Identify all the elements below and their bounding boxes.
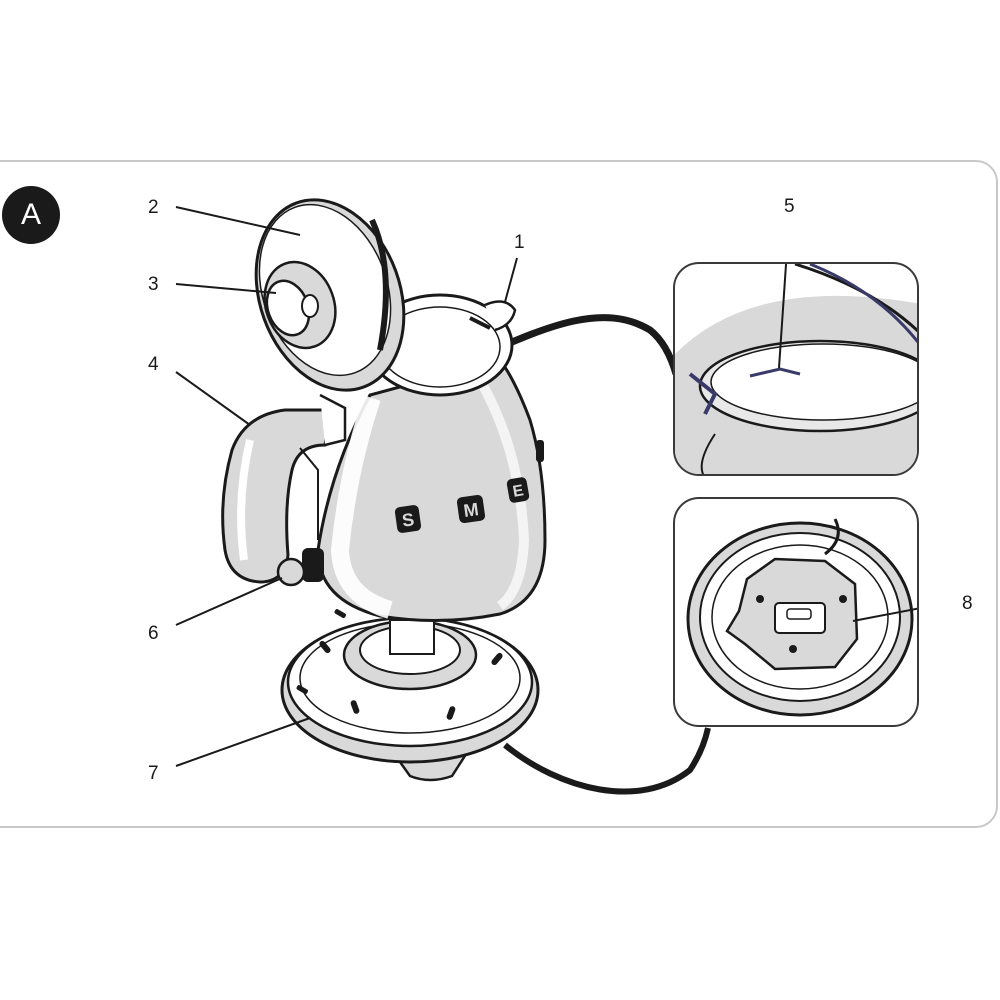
leader-line-6: [175, 577, 283, 626]
logo-letter-e-mark: [506, 477, 530, 503]
power-switch: [276, 548, 324, 587]
callout-7: 7: [148, 763, 159, 784]
inset-water-level: [673, 262, 919, 476]
callout-8: 8: [962, 593, 973, 614]
logo-letter-m-mark: [456, 494, 486, 524]
kettle-handle: [221, 393, 347, 584]
inset-water-level-drawing: [675, 264, 917, 474]
leader-line-4: [175, 371, 251, 426]
callout-5: 5: [784, 196, 795, 217]
callout-6: 6: [148, 623, 159, 644]
kettle-body: [316, 293, 547, 655]
leader-line-7: [175, 717, 311, 767]
inset-base-connector-drawing: [686, 518, 917, 717]
lid-button: [265, 279, 319, 337]
leader-line-1: [504, 257, 518, 303]
figure-badge-label: A: [20, 198, 41, 231]
figure-badge: A: [2, 186, 60, 244]
callout-3: 3: [148, 274, 159, 295]
inset-base-connector: [673, 497, 919, 727]
connector-to-bottom-inset: [503, 727, 711, 795]
kettle-logo: S M E: [394, 477, 530, 533]
logo-letter-m: M: [462, 499, 480, 521]
leader-line-3: [175, 283, 277, 294]
logo-letter-s: S: [401, 509, 416, 530]
leader-line-2: [175, 206, 301, 236]
logo-letter-s-mark: [394, 505, 422, 533]
logo-letter-e: E: [512, 482, 526, 501]
callout-4: 4: [148, 354, 159, 375]
callout-2: 2: [148, 197, 159, 218]
leader-line-8: [852, 607, 917, 622]
figure-frame: [0, 160, 998, 828]
leader-line-5: [778, 264, 788, 369]
callout-1: 1: [514, 232, 525, 253]
connector-to-top-inset: [468, 314, 680, 375]
